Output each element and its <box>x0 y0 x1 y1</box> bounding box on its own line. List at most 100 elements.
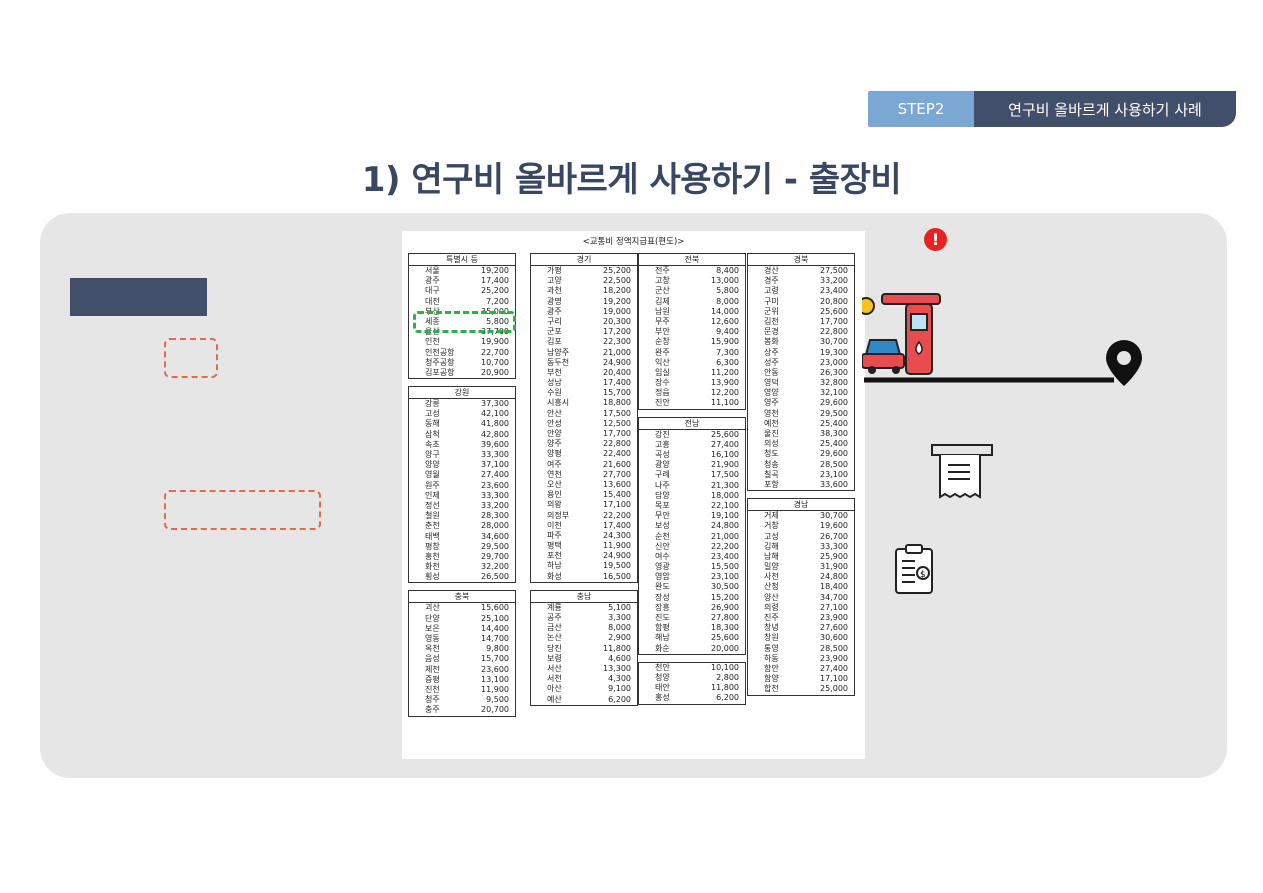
city-name: 하남 <box>547 561 562 571</box>
fare-amount: 24,300 <box>603 530 631 540</box>
city-name: 김포공항 <box>425 367 455 377</box>
fare-amount: 17,700 <box>820 316 848 326</box>
city-name: 홍천 <box>425 551 440 561</box>
city-name: 보은 <box>425 623 440 633</box>
fare-amount: 13,100 <box>481 674 509 684</box>
step-badge: STEP2 <box>868 91 974 127</box>
fare-amount: 37,100 <box>481 460 509 470</box>
fare-amount: 11,100 <box>711 398 739 408</box>
page-title: 1) 연구비 올바르게 사용하기 - 출장비 <box>361 160 902 200</box>
city-name: 의정부 <box>547 510 570 520</box>
city-name: 파주 <box>547 530 562 540</box>
fare-amount: 25,600 <box>711 429 739 439</box>
city-name: 장흥 <box>655 602 670 612</box>
fare-amount: 25,400 <box>820 418 848 428</box>
fare-amount: 23,900 <box>820 653 848 663</box>
city-name: 양평 <box>547 449 562 459</box>
fare-amount: 42,800 <box>481 429 509 439</box>
fare-amount: 25,600 <box>820 306 848 316</box>
city-name: 통영 <box>764 643 779 653</box>
fare-amount: 20,700 <box>481 705 509 715</box>
fare-amount: 24,800 <box>711 521 739 531</box>
city-name: 함평 <box>655 623 670 633</box>
fare-amount: 13,300 <box>603 663 631 673</box>
city-name: 서산 <box>547 663 562 673</box>
fare-amount: 30,700 <box>820 337 848 347</box>
fare-amount: 41,800 <box>481 419 509 429</box>
fare-amount: 18,000 <box>711 490 739 500</box>
city-name: 군위 <box>764 306 779 316</box>
fare-amount: 17,500 <box>711 470 739 480</box>
fare-amount: 34,700 <box>820 592 848 602</box>
city-name: 화순 <box>655 643 670 653</box>
city-name: 청송 <box>764 459 779 469</box>
city-name: 익산 <box>655 357 670 367</box>
city-name: 고양 <box>547 276 562 286</box>
city-name: 진주 <box>764 613 779 622</box>
city-name: 고성 <box>764 531 779 541</box>
city-name: 영광 <box>655 562 670 572</box>
fare-amount: 30,700 <box>820 511 848 521</box>
fare-amount: 19,000 <box>603 306 631 316</box>
fare-amount: 8,000 <box>716 296 739 306</box>
city-name: 홍성 <box>655 693 670 703</box>
fare-amount: 11,900 <box>481 684 509 694</box>
city-name: 부천 <box>547 367 562 377</box>
fare-amount: 28,300 <box>481 511 509 521</box>
fare-amount: 29,700 <box>481 551 509 561</box>
city-name: 구미 <box>764 296 779 306</box>
fare-amount: 38,300 <box>820 429 848 438</box>
fare-amount: 6,200 <box>608 694 631 704</box>
city-name: 진안 <box>655 398 670 408</box>
city-name: 청주 <box>425 695 440 705</box>
fare-amount: 11,900 <box>603 541 631 551</box>
fare-amount: 20,800 <box>820 296 848 306</box>
city-name: 김제 <box>655 296 670 306</box>
city-name: 임실 <box>655 367 670 377</box>
fare-amount: 19,500 <box>603 561 631 571</box>
region-header: 전남 <box>639 418 745 430</box>
city-name: 거제 <box>764 511 779 521</box>
city-name: 창녕 <box>764 623 779 633</box>
city-name: 청양 <box>655 672 670 682</box>
